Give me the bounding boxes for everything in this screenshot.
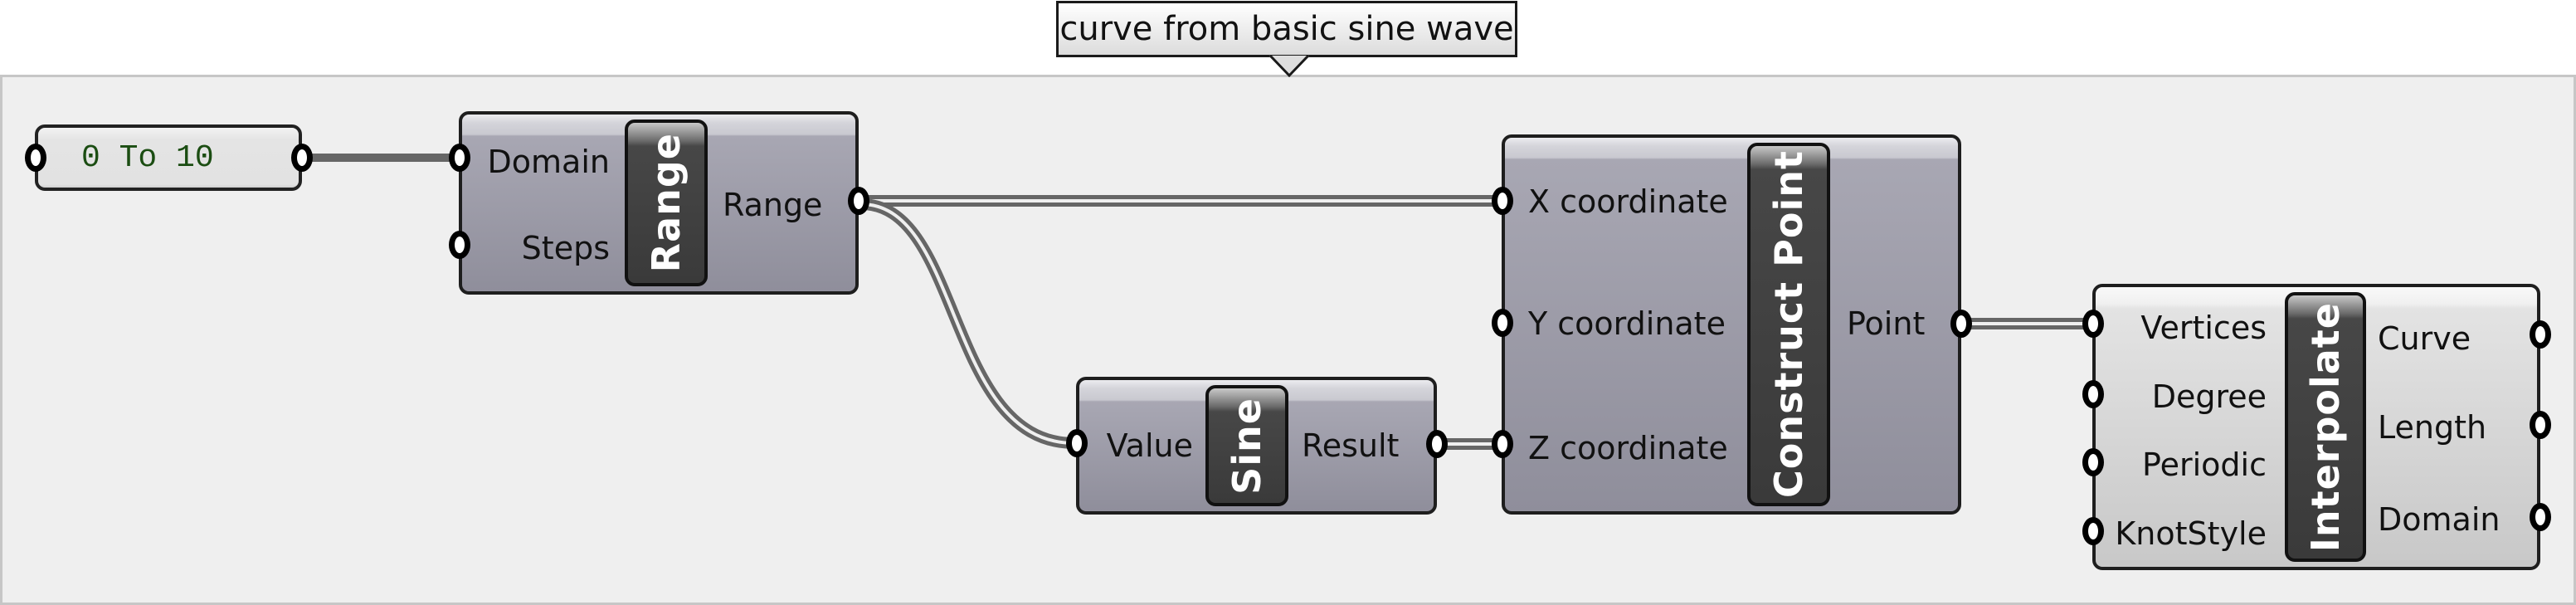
interp-vertices-port[interactable]: [2082, 310, 2104, 338]
panel-input-port[interactable]: [25, 144, 46, 172]
range-input-steps-label: Steps: [521, 230, 610, 266]
sine-input-value-label: Value: [1106, 427, 1193, 464]
sine-value-port[interactable]: [1066, 429, 1088, 457]
interpolate-title-tab[interactable]: Interpolate: [2285, 292, 2366, 562]
interp-output-length-label: Length: [2378, 409, 2487, 446]
interpolate-title: Interpolate: [2303, 301, 2348, 553]
interp-domain-port[interactable]: [2530, 503, 2551, 531]
interp-knotstyle-port[interactable]: [2082, 517, 2104, 545]
group-label[interactable]: curve from basic sine wave: [1056, 1, 1517, 57]
interp-output-domain-label: Domain: [2378, 501, 2501, 538]
cp-input-z-label: Z coordinate: [1528, 430, 1728, 466]
construct-point-title: Construct Point: [1766, 150, 1811, 499]
number-domain-panel[interactable]: 0 To 10: [35, 124, 302, 191]
cp-input-x-label: X coordinate: [1528, 183, 1728, 220]
cp-x-port[interactable]: [1492, 187, 1513, 215]
range-output-range-label: Range: [723, 187, 823, 223]
range-output-port[interactable]: [848, 187, 869, 215]
sine-output-result-label: Result: [1302, 427, 1400, 464]
interp-input-periodic-label: Periodic: [2142, 446, 2267, 483]
range-domain-port[interactable]: [449, 144, 470, 172]
sine-title-tab[interactable]: Sine: [1205, 385, 1288, 506]
wire-range-to-sine[interactable]: [860, 198, 1075, 449]
panel-value: 0 To 10: [81, 139, 214, 176]
cp-z-port[interactable]: [1492, 430, 1513, 458]
panel-output-port[interactable]: [291, 144, 313, 172]
range-title-tab[interactable]: Range: [625, 120, 708, 286]
cp-point-port[interactable]: [1950, 310, 1972, 338]
construct-point-component[interactable]: Construct Point X coordinate Y coordinat…: [1502, 134, 1961, 515]
range-input-domain-label: Domain: [487, 144, 610, 180]
sine-result-port[interactable]: [1426, 430, 1448, 458]
cp-y-port[interactable]: [1492, 309, 1513, 337]
cp-output-point-label: Point: [1847, 305, 1926, 342]
range-title: Range: [644, 133, 689, 273]
group-label-text: curve from basic sine wave: [1059, 10, 1514, 48]
cp-input-y-label: Y coordinate: [1528, 305, 1726, 342]
interp-input-knotstyle-label: KnotStyle: [2115, 515, 2267, 552]
interp-periodic-port[interactable]: [2082, 448, 2104, 476]
interp-curve-port[interactable]: [2530, 320, 2551, 349]
range-steps-port[interactable]: [449, 231, 470, 259]
interp-input-degree-label: Degree: [2151, 378, 2267, 415]
group-label-pointer: [1269, 56, 1309, 78]
construct-point-title-tab[interactable]: Construct Point: [1747, 143, 1830, 506]
sine-component[interactable]: Sine Value Result: [1076, 377, 1437, 515]
interp-length-port[interactable]: [2530, 411, 2551, 439]
interp-input-vertices-label: Vertices: [2140, 310, 2267, 346]
range-component[interactable]: Range Domain Steps Range: [459, 111, 859, 295]
interpolate-component[interactable]: Interpolate Vertices Degree Periodic Kno…: [2092, 284, 2540, 570]
interp-output-curve-label: Curve: [2378, 320, 2471, 357]
sine-title: Sine: [1225, 397, 1269, 495]
interp-degree-port[interactable]: [2082, 380, 2104, 408]
